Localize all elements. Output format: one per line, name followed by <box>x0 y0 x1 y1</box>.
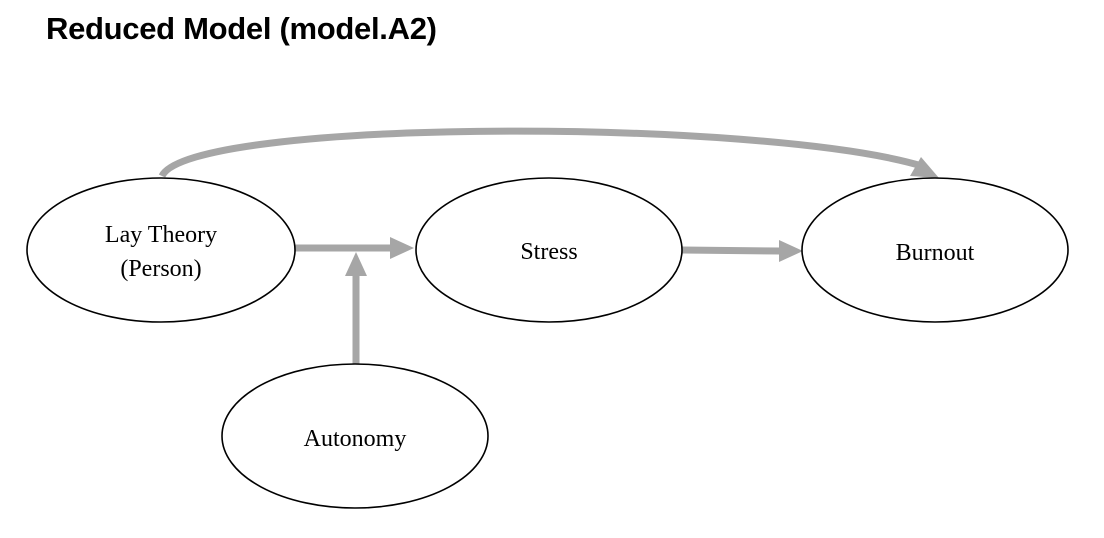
edge-lay-theory-to-stress <box>295 237 414 259</box>
edge-stress-to-burnout <box>681 240 803 262</box>
node-stress: Stress <box>415 177 683 323</box>
node-burnout: Burnout <box>801 177 1069 323</box>
node-lay-theory: Lay Theory (Person) <box>26 177 296 323</box>
edge-lay-theory-to-burnout <box>158 127 939 179</box>
node-lay-theory-label-line2: (Person) <box>120 256 201 282</box>
node-autonomy-label: Autonomy <box>304 426 407 452</box>
node-stress-label: Stress <box>520 239 577 265</box>
node-autonomy: Autonomy <box>221 363 489 509</box>
edge-autonomy-moderation <box>345 252 367 364</box>
page-title: Reduced Model (model.A2) <box>46 11 437 46</box>
node-lay-theory-label-line1: Lay Theory <box>105 222 217 248</box>
node-burnout-label: Burnout <box>896 240 975 266</box>
